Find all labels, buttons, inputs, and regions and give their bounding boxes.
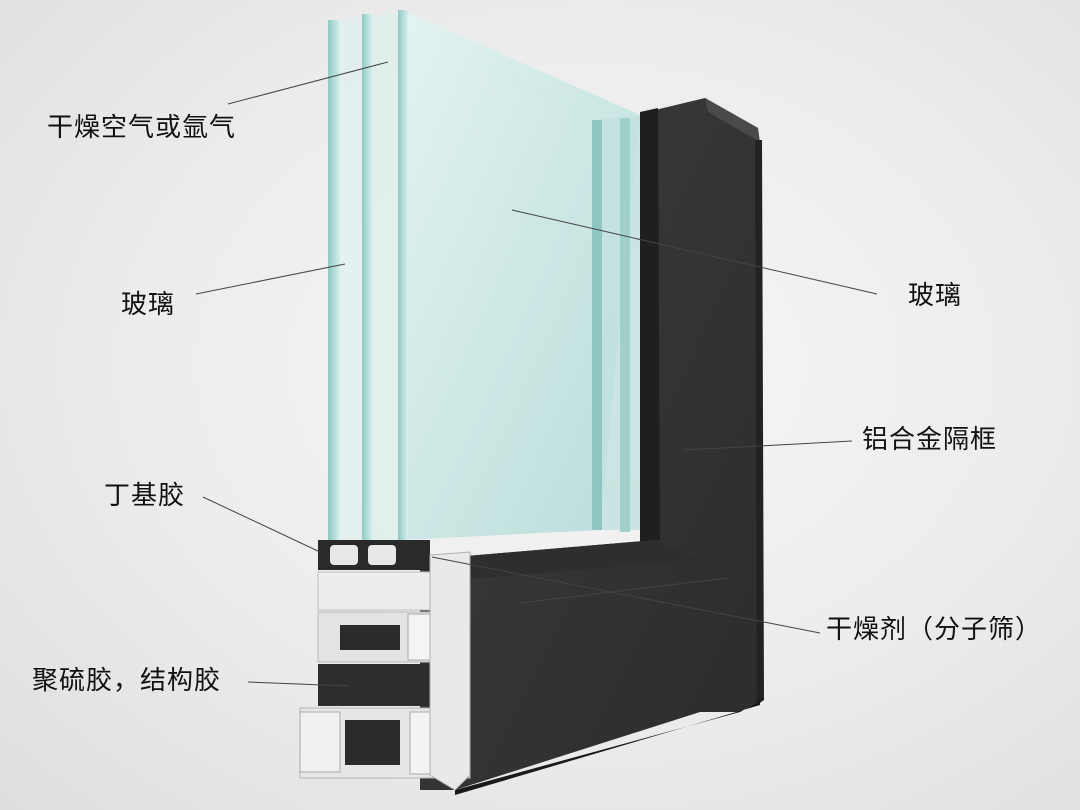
label-sealant: 聚硫胶，结构胶 [32,666,222,696]
label-alu-spacer: 铝合金隔框 [862,425,998,455]
label-butyl: 丁基胶 [104,481,186,511]
leader-butyl [202,496,321,553]
window-profile [299,540,471,791]
leader-desiccant [431,556,821,634]
aluminum-frame [420,98,764,795]
leader-glass-left [195,263,346,295]
leader-desiccant-2 [519,577,729,604]
label-dry-air: 干燥空气或氩气 [47,113,237,143]
glass-panes [328,10,640,552]
leader-sealant [247,681,349,687]
label-glass-left: 玻璃 [121,290,176,320]
label-desiccant: 干燥剂（分子筛） [826,615,1043,645]
leader-lines [195,61,878,687]
label-glass-right: 玻璃 [908,281,963,311]
leader-glass-right [511,209,878,295]
leader-dry-air [227,61,389,105]
leader-alu-spacer [683,440,853,451]
